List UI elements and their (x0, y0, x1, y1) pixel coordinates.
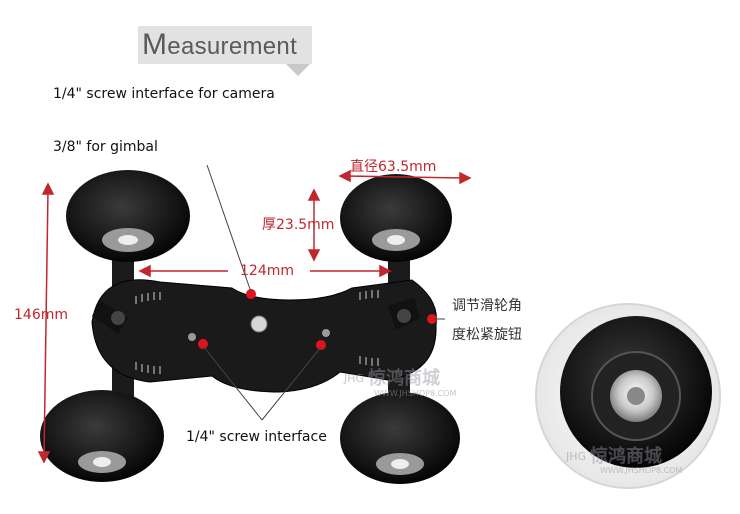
wheel-top-right (340, 174, 452, 262)
watermark-brand-2: 惊鸿商城 (590, 446, 662, 467)
angle-scale-left (135, 292, 161, 374)
leader-lines (202, 164, 445, 421)
base-plate (91, 279, 437, 393)
watermark-initial: JHG (344, 372, 365, 385)
watermark-site-2: WWW.JHSHOP8.COM (600, 466, 683, 475)
watermark-brand: 惊鸿商城 (368, 368, 440, 389)
marker-screw-right (316, 340, 326, 350)
dolly-length-label: 146mm (14, 307, 68, 323)
marker-camera-screw (246, 289, 256, 299)
section-banner (138, 26, 312, 64)
section-title-initial: M (142, 28, 168, 61)
plate-width-label: 124mm (240, 263, 294, 279)
camera-screw-note: 1/4" screw interface for camera (53, 86, 275, 102)
watermark-site: WWW.JHSHOP8.COM (374, 389, 457, 398)
knob-label-line2: 度松紧旋钮 (452, 327, 522, 343)
knob-label-line1: 调节滑轮角 (452, 298, 522, 314)
mount-hole-center (250, 315, 268, 333)
wheel-bottom-right (340, 392, 460, 484)
watermark-initial-2: JHG (566, 450, 587, 463)
wheel-zoom-detail (535, 303, 721, 489)
wheel-thickness-label: 厚23.5mm (262, 217, 335, 233)
dimension-arrows (37, 169, 472, 464)
wheel-bottom-left (40, 390, 164, 482)
angle-scale-right (359, 290, 379, 366)
section-title-rest: easurement (167, 33, 298, 60)
section-title: Measurement (142, 28, 297, 62)
gimbal-note: 3/8" for gimbal (53, 139, 158, 155)
banner-tail (286, 64, 310, 76)
wheel-diameter-label: 直径63.5mm (350, 159, 437, 175)
screw-interface-note: 1/4" screw interface (186, 429, 327, 445)
adjust-knob-left (92, 300, 128, 334)
mount-hole-right (322, 329, 330, 337)
adjust-knob-right (388, 298, 420, 330)
mount-hole-left (188, 333, 196, 341)
marker-knob (427, 314, 437, 324)
marker-screw-left (198, 339, 208, 349)
wheel-top-left (66, 170, 190, 262)
